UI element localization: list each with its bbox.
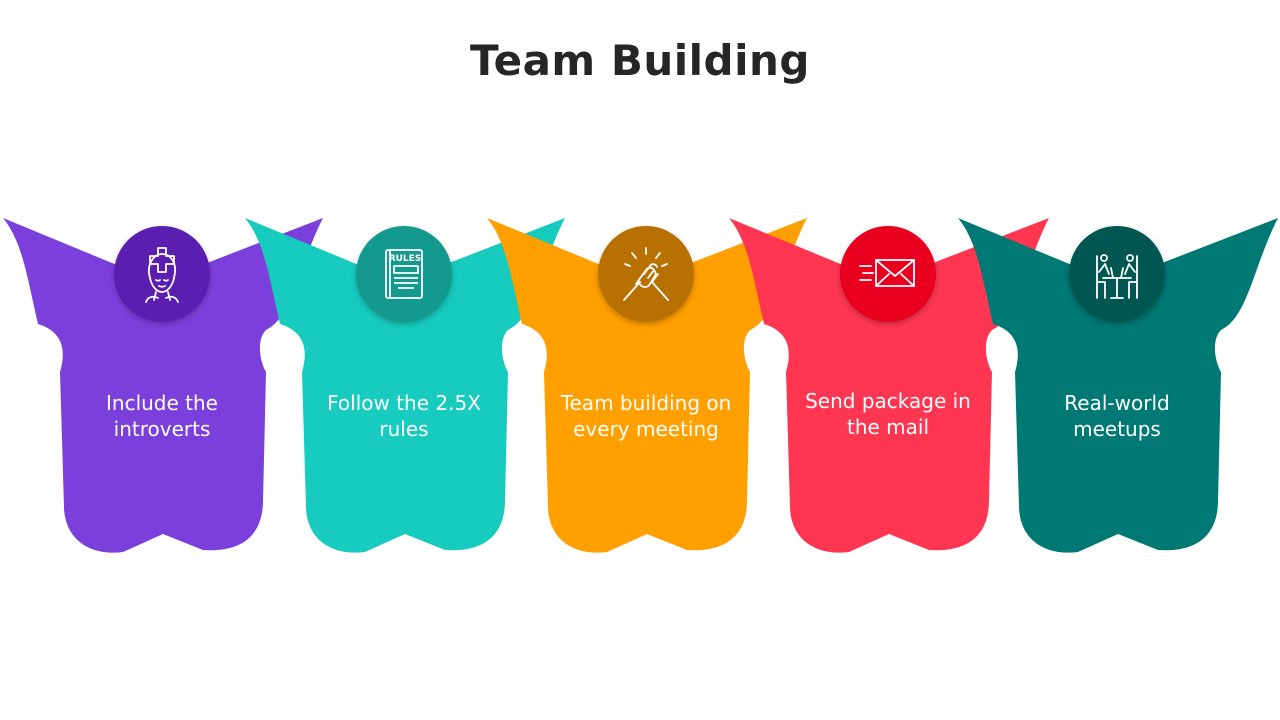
step-shape-4: [729, 218, 1049, 553]
step-card-1: Include the introverts: [0, 212, 328, 557]
page-title: Team Building: [470, 36, 810, 85]
mail-envelope-icon: [859, 259, 915, 287]
rules-icon-text: RULES: [389, 254, 422, 264]
step-card-5: Real-world meetups: [953, 212, 1280, 557]
handshake-icon: [623, 247, 669, 301]
step-badge-1: [114, 226, 210, 322]
step-badge-3: [598, 226, 694, 322]
step-shape-1: [3, 218, 323, 553]
step-shape-3: [487, 218, 807, 553]
step-shape-5: [958, 218, 1278, 553]
step-badge-5: [1069, 226, 1165, 322]
step-card-4: Send package in the mail: [724, 212, 1054, 557]
step-label-4: Send package in the mail: [805, 389, 971, 439]
introvert-head-icon: [145, 247, 179, 303]
step-shape-2: [245, 218, 565, 553]
step-badge-2: RULES: [356, 226, 452, 322]
step-label-3: Team building on every meeting: [560, 391, 732, 441]
rules-book-icon: RULES: [385, 249, 423, 299]
step-label-5: Real-world meetups: [1064, 391, 1170, 441]
step-card-3: Team building on every meeting: [482, 212, 812, 557]
step-badge-4: [840, 226, 936, 322]
step-label-1: Include the introverts: [106, 391, 218, 441]
meetup-table-icon: [1096, 254, 1138, 299]
step-label-2: Follow the 2.5X rules: [327, 391, 481, 441]
step-card-2: RULES Follow the 2.5X rules: [240, 212, 570, 557]
